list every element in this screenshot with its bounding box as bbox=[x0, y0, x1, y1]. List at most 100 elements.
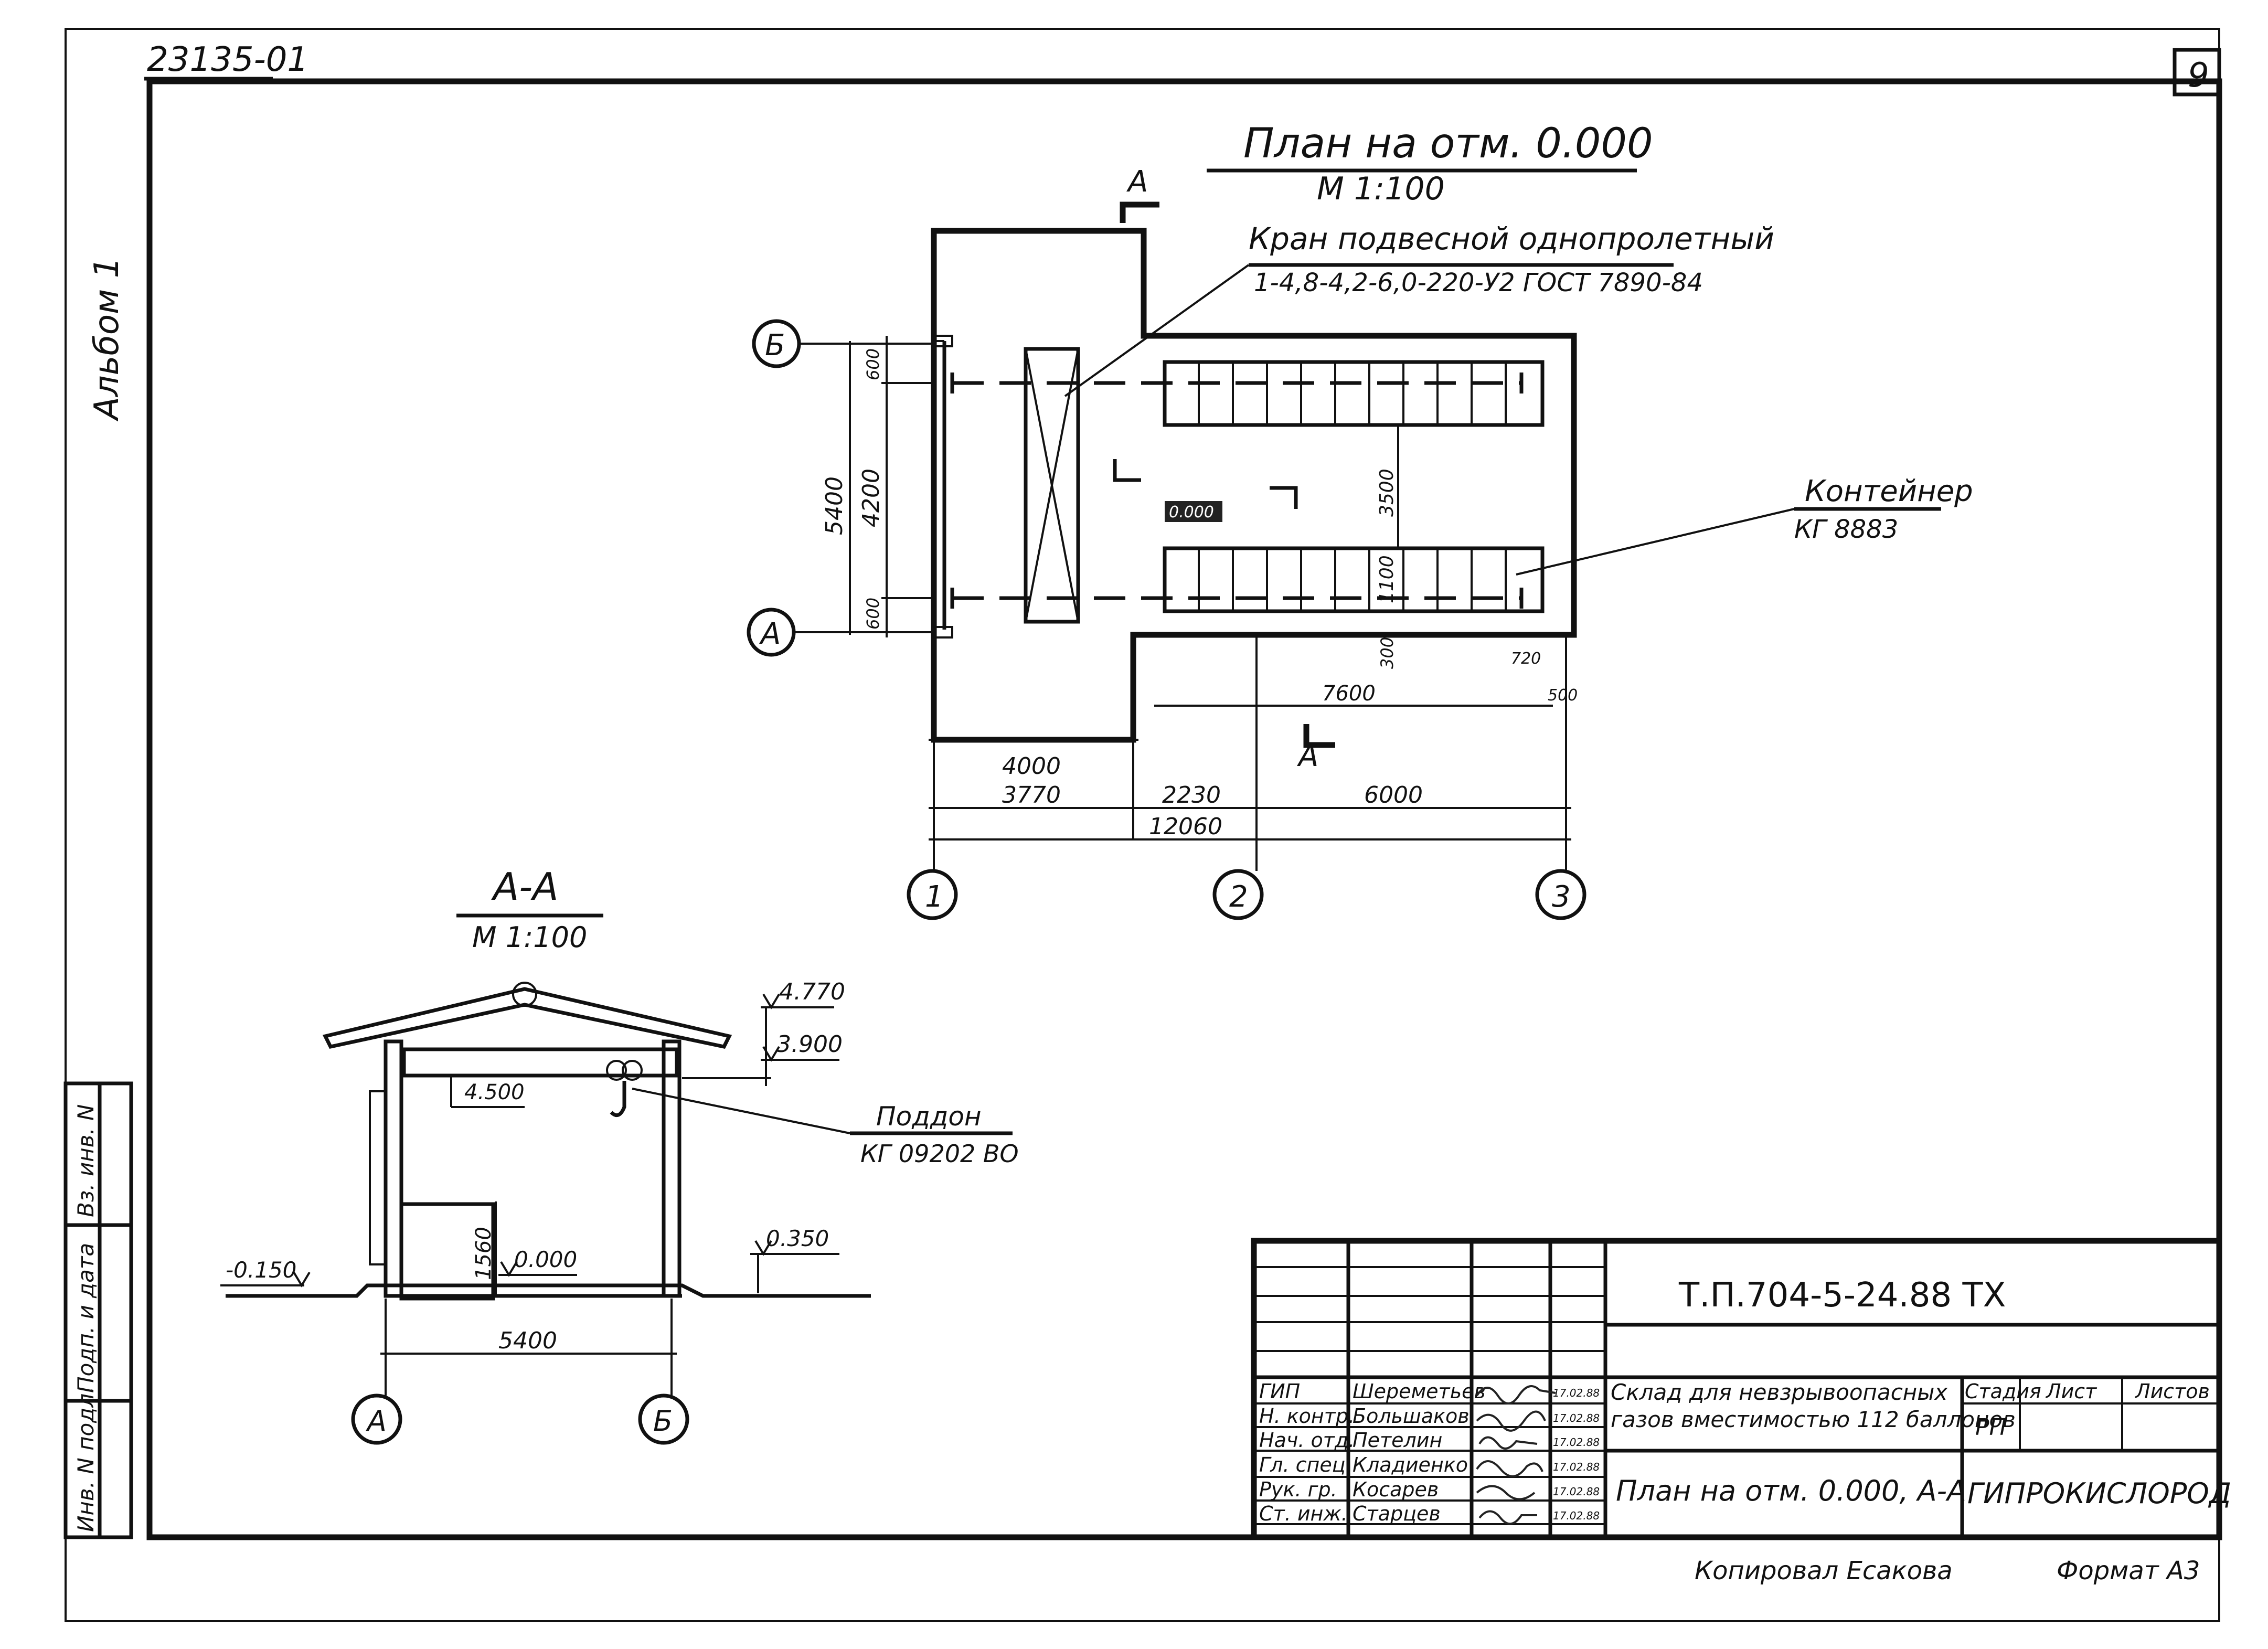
elev-crane: 4.500 bbox=[464, 1080, 525, 1104]
axis-bubble-1 bbox=[907, 869, 958, 920]
section-door bbox=[399, 1202, 495, 1301]
axis-label-A-section: А bbox=[366, 1405, 387, 1438]
dim-container-width: 1100 bbox=[1376, 555, 1398, 603]
pallet-spec: КГ 09202 ВО bbox=[860, 1140, 1019, 1168]
stamp-sign-date: Подп. и дата bbox=[73, 1243, 99, 1393]
tb-name-4: Косарев bbox=[1353, 1478, 1439, 1501]
pallet-label: Поддон bbox=[876, 1101, 982, 1132]
axis-bubble-B-section bbox=[638, 1393, 689, 1445]
axis-bubble-2 bbox=[1212, 869, 1264, 920]
section-width: 5400 bbox=[498, 1327, 557, 1354]
tb-role-1: Н. контр. bbox=[1259, 1405, 1355, 1428]
copied-by: Копировал Есакова bbox=[1695, 1556, 1953, 1586]
section-mark-top: А bbox=[1126, 165, 1148, 199]
plan-elevation-text: 0.000 bbox=[1169, 503, 1214, 522]
container-label: Контейнер bbox=[1805, 474, 1973, 508]
dim-gap-300: 300 bbox=[1377, 637, 1397, 669]
axis-label-A-plan: А bbox=[759, 617, 781, 651]
dim-bay-2230: 2230 bbox=[1162, 782, 1221, 808]
tb-code: Т.П.704-5-24.88 ТХ bbox=[1678, 1276, 2006, 1315]
tb-date-3: 17.02.88 bbox=[1553, 1461, 1600, 1473]
dim-inner-gap: 3500 bbox=[1376, 469, 1398, 517]
signature-5 bbox=[1478, 1510, 1537, 1525]
signature-3 bbox=[1476, 1460, 1543, 1477]
doc-number: 23135-01 bbox=[147, 40, 308, 79]
tb-date-5: 17.02.88 bbox=[1553, 1509, 1600, 1522]
axis-bubble-B-plan bbox=[752, 319, 801, 368]
stamp-inv-orig: Инв. N подл. bbox=[73, 1387, 99, 1533]
elev-ground: -0.150 bbox=[226, 1257, 296, 1283]
elev-ridge: 4.770 bbox=[779, 978, 845, 1005]
dim-bay-6000: 6000 bbox=[1364, 782, 1423, 808]
wall-right bbox=[662, 1039, 682, 1298]
axis-label-3: 3 bbox=[1552, 880, 1571, 914]
album-label: Альбом 1 bbox=[88, 257, 126, 422]
signature-4 bbox=[1476, 1485, 1536, 1501]
section-scale: М 1:100 bbox=[472, 921, 587, 954]
tb-role-0: ГИП bbox=[1259, 1380, 1300, 1403]
wall-left bbox=[384, 1039, 403, 1298]
axis-label-2: 2 bbox=[1229, 880, 1248, 914]
tb-sheets-header: Листов bbox=[2134, 1380, 2210, 1403]
door-height: 1560 bbox=[472, 1227, 496, 1280]
tb-role-2: Нач. отд. bbox=[1259, 1429, 1355, 1452]
tb-name-1: Большаков bbox=[1353, 1405, 1470, 1428]
tb-name-5: Старцев bbox=[1353, 1502, 1441, 1525]
format-label: Формат A3 bbox=[2057, 1556, 2200, 1586]
tb-project-name-2: газов вместимостью 112 баллонов bbox=[1611, 1407, 2016, 1432]
tb-sheet-header: Лист bbox=[2045, 1380, 2097, 1403]
side-stamp: Инв. N подл. Подп. и дата Вз. инв. N bbox=[63, 1081, 133, 1539]
page-number: 9 bbox=[2188, 56, 2209, 95]
plan-view: План на отм. 0.000 М 1:100 А А Кран подв… bbox=[747, 120, 1973, 920]
dim-end-500: 500 bbox=[1548, 686, 1578, 705]
dim-bay-3770: 3770 bbox=[1002, 782, 1061, 808]
tb-role-4: Рук. гр. bbox=[1259, 1478, 1337, 1501]
crane-label: Кран подвесной однопролетный bbox=[1249, 221, 1774, 257]
page-number-box bbox=[2173, 48, 2221, 97]
dim-bottom-offset: 600 bbox=[863, 598, 883, 630]
dim-top-offset: 600 bbox=[863, 348, 883, 380]
tb-date-2: 17.02.88 bbox=[1553, 1436, 1600, 1449]
dim-overall: 12060 bbox=[1149, 813, 1222, 840]
tb-role-3: Гл. спец. bbox=[1259, 1453, 1352, 1476]
dim-bay-4000: 4000 bbox=[1002, 753, 1061, 780]
ground-line bbox=[226, 1283, 871, 1298]
crane-spec: 1-4,8-4,2-6,0-220-У2 ГОСТ 7890-84 bbox=[1254, 268, 1703, 297]
tb-date-1: 17.02.88 bbox=[1553, 1412, 1600, 1424]
axis-label-B-section: Б bbox=[653, 1405, 673, 1438]
dim-container-run: 7600 bbox=[1322, 682, 1376, 706]
container-row-top bbox=[1163, 360, 1545, 427]
tb-org: ГИПРОКИСЛОРОД bbox=[1967, 1477, 2231, 1510]
signature-1 bbox=[1476, 1410, 1546, 1432]
axis-bubble-A-plan bbox=[747, 608, 796, 657]
tb-name-0: Шереметьев bbox=[1353, 1380, 1486, 1403]
signature-2 bbox=[1478, 1436, 1538, 1450]
roof bbox=[322, 987, 732, 1049]
tb-name-2: Петелин bbox=[1353, 1429, 1442, 1452]
dim-gap-720: 720 bbox=[1511, 650, 1541, 668]
axis-label-B-plan: Б bbox=[765, 328, 785, 363]
plan-title: План на отм. 0.000 bbox=[1243, 120, 1653, 167]
tb-date-4: 17.02.88 bbox=[1553, 1485, 1600, 1498]
tb-date-0: 17.02.88 bbox=[1553, 1387, 1600, 1399]
signature-0 bbox=[1476, 1385, 1556, 1405]
crane-beam bbox=[1024, 347, 1080, 624]
plan-elevation-tag bbox=[1165, 501, 1222, 522]
stamp-inv-dupl: Вз. инв. N bbox=[73, 1104, 99, 1217]
dim-total-height: 5400 bbox=[821, 476, 848, 535]
axis-bubble-3 bbox=[1535, 869, 1586, 920]
tb-stage-header: Стадия bbox=[1965, 1380, 2041, 1403]
section-crane-beam bbox=[402, 1047, 679, 1078]
elev-floor: 0.000 bbox=[514, 1247, 577, 1272]
axis-label-1: 1 bbox=[925, 880, 944, 914]
tb-role-5: Ст. инж. bbox=[1259, 1502, 1348, 1525]
section-title: А-А bbox=[491, 865, 559, 909]
inner-frame bbox=[146, 78, 2222, 1540]
tb-stage-value: РП bbox=[1975, 1414, 2007, 1441]
elev-eave: 3.900 bbox=[776, 1031, 843, 1058]
tb-sheet-name: План на отм. 0.000, А-А bbox=[1616, 1474, 1966, 1507]
container-spec: КГ 8883 bbox=[1794, 515, 1898, 544]
title-block: Т.П.704-5-24.88 ТХ Склад для невзрывоопа… bbox=[1251, 1238, 2231, 1540]
axis-bubble-A-section bbox=[351, 1393, 402, 1445]
